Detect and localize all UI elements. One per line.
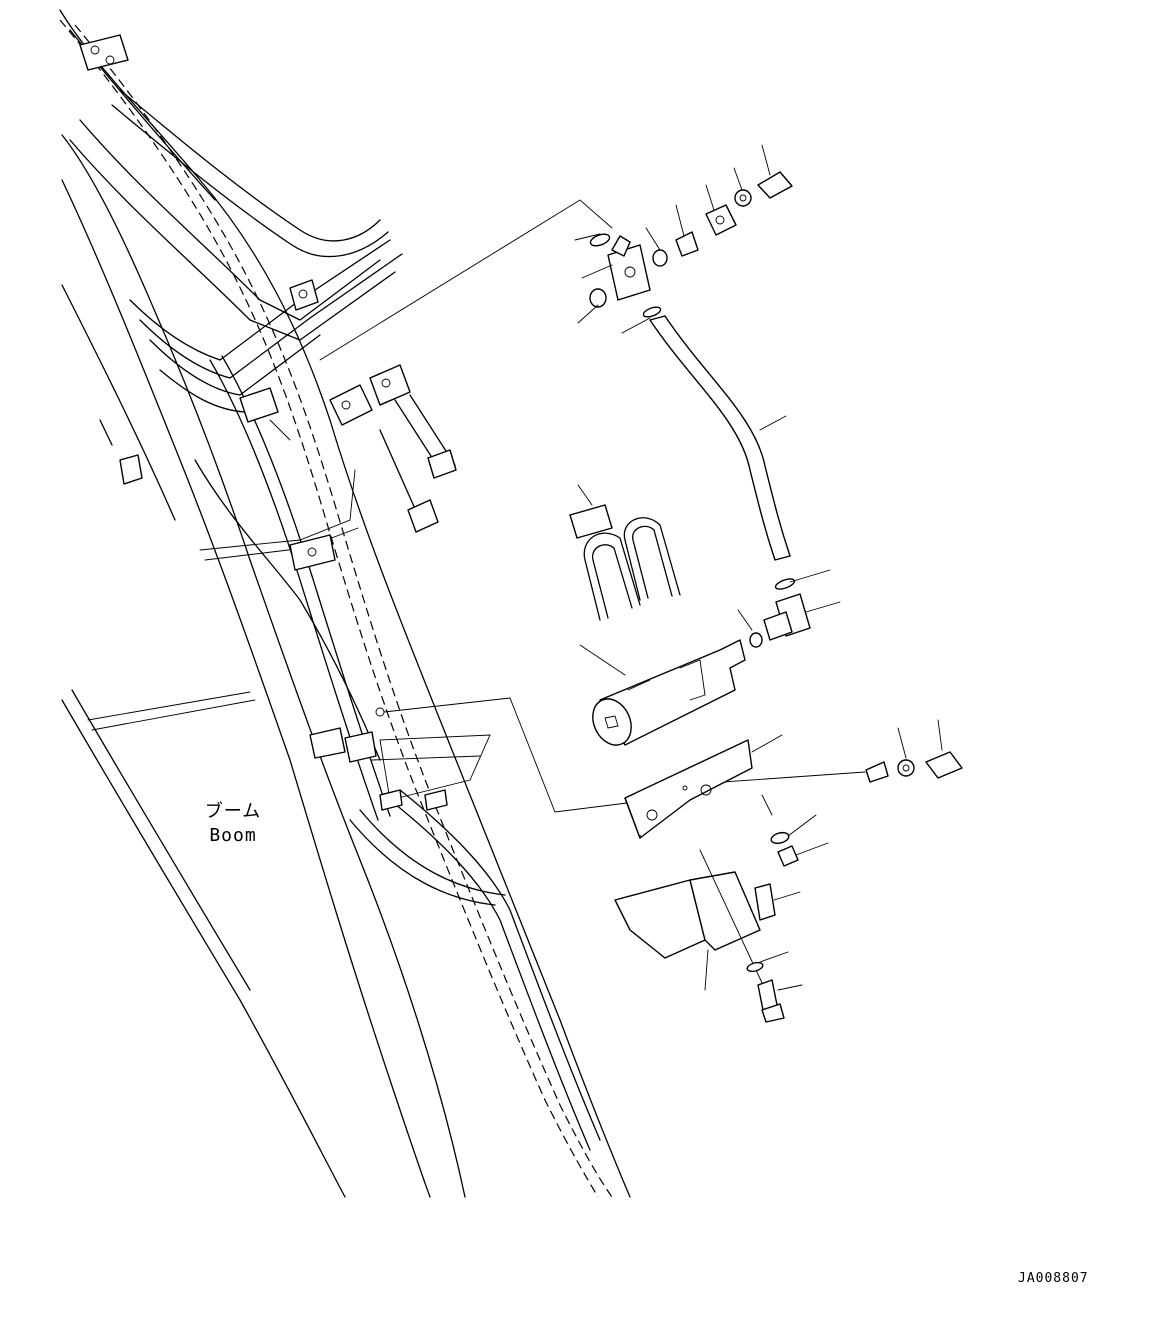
hose-bundle [59, 19, 613, 1198]
washer-nut [761, 794, 829, 867]
hose-clamps [289, 364, 457, 811]
boom-label: ブーム Boom [198, 800, 268, 848]
hose [649, 315, 831, 590]
bracket [624, 734, 783, 839]
elbow-fitting [737, 593, 841, 648]
u-bolts [569, 484, 681, 621]
pipe-bundle [69, 34, 403, 485]
accumulator [579, 639, 746, 746]
boom-label-en: Boom [209, 825, 257, 846]
label-plate [239, 387, 291, 441]
bolt-set-bottom [746, 951, 803, 1023]
drawing-reference: JA008807 [1018, 1271, 1089, 1286]
bolt-set-right [865, 719, 963, 783]
cover-plate [614, 849, 801, 1001]
boom-structure [59, 9, 631, 1198]
fitting-assembly [574, 144, 793, 334]
boom-label-jp: ブーム [204, 801, 262, 822]
